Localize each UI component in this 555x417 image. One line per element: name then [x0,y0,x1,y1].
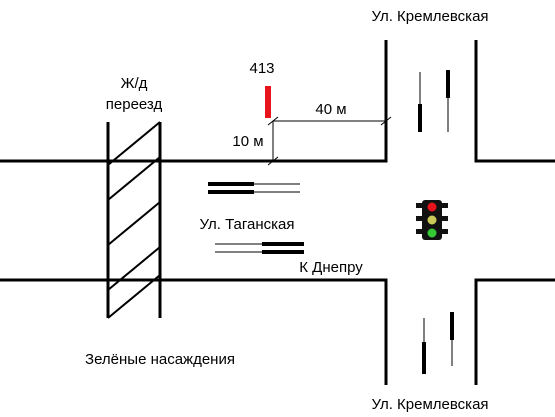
railway-label-line2: переезд [106,96,163,113]
road-edge-top-right [474,40,555,163]
distance-label-10m: 10 м [232,133,263,150]
skid-mark [418,104,422,132]
skid-mark [208,190,254,194]
skid-marks-kremlevskaya-bottom [422,312,454,374]
skid-marks [208,182,304,254]
distance-label-40m: 40 м [315,101,346,118]
street-label-bottom: Ул. Кремлевская [371,396,488,413]
skid-marks-kremlevskaya-top [418,70,450,132]
road-edge-bottom-right [474,278,555,385]
skid-mark [208,182,254,186]
signal-green-lamp [427,228,437,238]
street-label-top: Ул. Кремлевская [371,8,488,25]
skid-mark [422,342,426,374]
road-edges [0,40,555,385]
pole-number-label: 413 [249,60,274,77]
skid-mark [446,70,450,98]
skid-mark [262,250,304,254]
signal-red-lamp [427,202,437,212]
green-area-label: Зелёные насаждения [85,351,235,368]
signal-yellow-lamp [427,215,437,225]
pole-marker-icon [265,86,271,118]
dimension-lines [267,116,392,166]
street-label-main: Ул. Таганская [199,216,294,233]
skid-mark [262,242,304,246]
traffic-light-icon [416,200,448,240]
road-edge-bottom-left [0,278,388,385]
railway-label-line1: Ж/д [121,75,148,92]
direction-label: К Днепру [299,259,363,276]
road-edge-top-left [0,40,388,163]
railway-crossing-icon [106,121,162,319]
skid-mark [450,312,454,340]
